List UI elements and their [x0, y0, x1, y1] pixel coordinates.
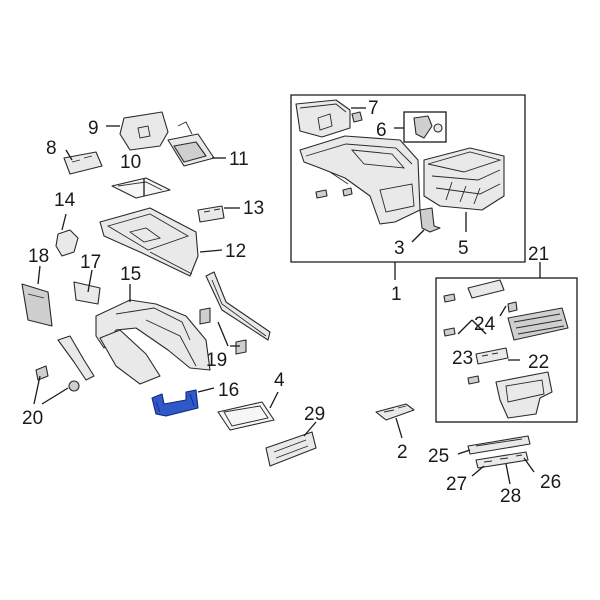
- callout-13: 13: [243, 198, 264, 219]
- switch-part-13[interactable]: [197, 205, 225, 223]
- lower-console-part[interactable]: [95, 299, 211, 385]
- upper-panel-part[interactable]: [99, 207, 199, 277]
- assembly-box-1: [290, 94, 526, 263]
- callout-15: 15: [120, 264, 141, 285]
- screw-part: [315, 187, 353, 199]
- bracket-part-2[interactable]: [375, 403, 415, 421]
- callout-9: 9: [88, 118, 99, 139]
- callout-24: 24: [474, 314, 496, 335]
- switch-strip-part-22[interactable]: [475, 347, 509, 365]
- callout-7: 7: [368, 98, 379, 119]
- callout-19: 19: [206, 350, 227, 371]
- shift-boot-part[interactable]: [119, 111, 169, 151]
- callout-26: 26: [540, 472, 561, 493]
- storage-insert-part[interactable]: [423, 147, 505, 211]
- clip-part-20a: [35, 365, 49, 381]
- strip-part-25[interactable]: [467, 435, 531, 455]
- trim-strip-part-19[interactable]: [205, 271, 271, 341]
- callout-4: 4: [274, 370, 285, 391]
- bolt-part-23: [443, 327, 456, 337]
- tray-part[interactable]: [111, 177, 171, 199]
- callout-6: 6: [376, 120, 387, 141]
- bolt-part-22: [467, 375, 480, 385]
- callout-22: 22: [528, 352, 549, 373]
- switch-panel-part[interactable]: [63, 151, 103, 175]
- callout-25: 25: [428, 446, 449, 467]
- trim-plate-part[interactable]: [467, 279, 505, 299]
- callout-29: 29: [304, 404, 325, 425]
- callout-21: 21: [528, 244, 549, 265]
- callout-17: 17: [80, 252, 101, 273]
- clip-part-20b: [68, 380, 80, 392]
- callout-14: 14: [54, 190, 76, 211]
- clip-part-19a: [199, 307, 211, 325]
- callout-8: 8: [46, 138, 57, 159]
- latch-part[interactable]: [413, 115, 443, 139]
- armrest-lid-part[interactable]: [295, 99, 351, 138]
- mat-part-4[interactable]: [217, 401, 275, 431]
- callout-10: 10: [120, 152, 141, 173]
- panel-part-29[interactable]: [265, 431, 317, 467]
- callout-23: 23: [452, 348, 473, 369]
- bolt-part-21: [443, 293, 456, 303]
- clip-part: [351, 111, 363, 123]
- pad-part-14[interactable]: [55, 229, 79, 257]
- callout-labels: 1 2 3 4 5 6 7 8 9 10 11 12 13 14 15 16 1…: [22, 98, 561, 507]
- clip-part-19b: [235, 339, 247, 355]
- callout-18: 18: [28, 246, 49, 267]
- callout-5: 5: [458, 238, 469, 259]
- callout-27: 27: [446, 474, 467, 495]
- callout-16: 16: [218, 380, 239, 401]
- bracket-part-16-highlighted[interactable]: [151, 389, 199, 417]
- bracket-part-3[interactable]: [419, 207, 441, 233]
- panel-part-17[interactable]: [73, 281, 101, 305]
- callout-28: 28: [500, 486, 521, 507]
- callout-1: 1: [391, 284, 402, 305]
- callout-11: 11: [229, 149, 249, 170]
- callout-12: 12: [225, 241, 246, 262]
- vent-panel-part[interactable]: [507, 307, 569, 341]
- side-panel-part-18[interactable]: [21, 283, 53, 327]
- callout-2: 2: [397, 442, 408, 463]
- lower-trim-part-21[interactable]: [495, 371, 553, 419]
- console-body-part[interactable]: [299, 135, 421, 225]
- shift-panel-part[interactable]: [167, 121, 215, 167]
- callout-20: 20: [22, 408, 43, 429]
- clip-part-21: [507, 301, 518, 313]
- assembly-box-21: [435, 277, 578, 423]
- trim-part-20[interactable]: [57, 335, 95, 381]
- latch-box-6: [403, 111, 447, 143]
- callout-3: 3: [394, 238, 405, 259]
- strip-part-26-27[interactable]: [475, 451, 529, 469]
